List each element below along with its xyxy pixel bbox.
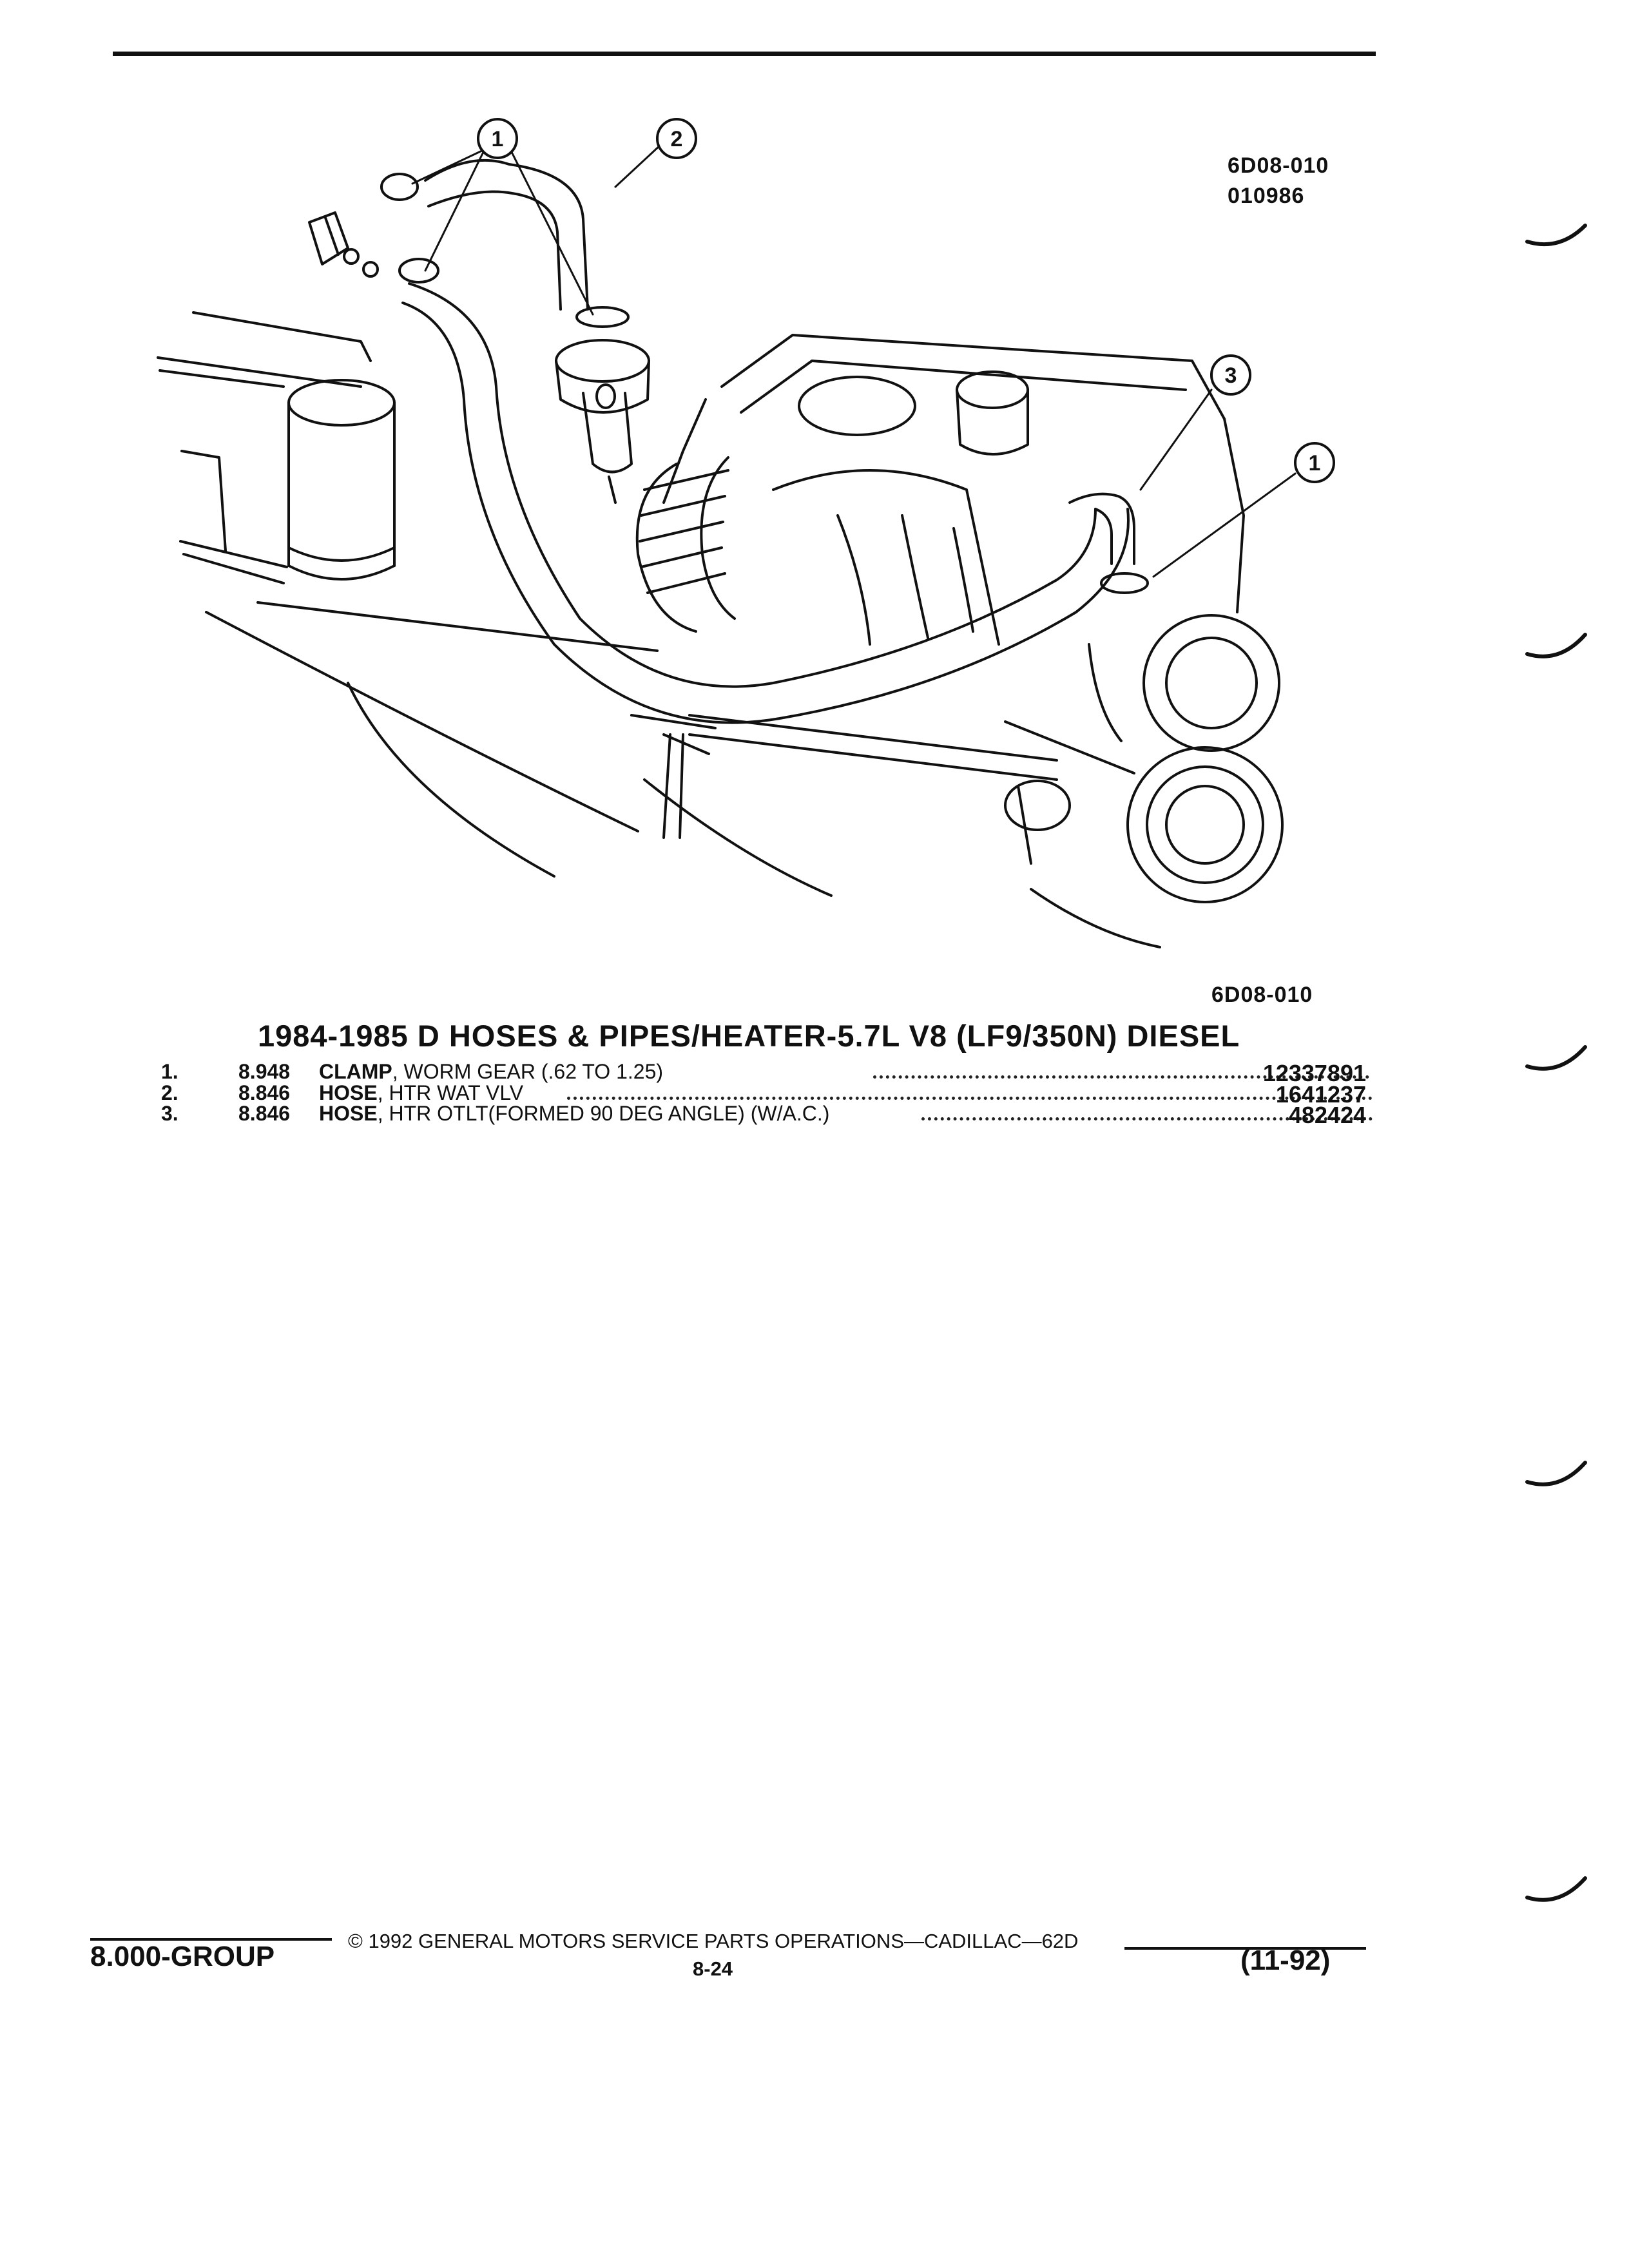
- callout-1a: 1: [477, 118, 518, 159]
- part-detail: , HTR WAT VLV: [377, 1081, 524, 1104]
- part-name: HOSE: [319, 1102, 378, 1125]
- heater-water-valve: [555, 339, 650, 504]
- hose-heater-water-valve: [424, 159, 589, 311]
- group-number: 8.846: [238, 1081, 291, 1104]
- footer-copyright: © 1992 GENERAL MOTORS SERVICE PARTS OPER…: [348, 1930, 1079, 1952]
- group-number: 8.846: [238, 1102, 291, 1125]
- caption-code: 6D08-010: [1211, 983, 1313, 1007]
- parts-row: 3. 8.846 HOSE, HTR OTLT(FORMED 90 DEG AN…: [161, 1102, 1373, 1128]
- footer-rule-left: [90, 1938, 332, 1941]
- part-name: HOSE: [319, 1081, 378, 1104]
- hose-heater-outlet-elbow: [1068, 492, 1135, 565]
- part-number: 1641237: [1275, 1081, 1366, 1108]
- footer-group: 8.000-GROUP: [90, 1941, 275, 1972]
- hose-heater-main: [401, 282, 1130, 724]
- footer-date: (11-92): [1240, 1945, 1331, 1976]
- callout-3-label: 3: [1225, 363, 1237, 388]
- callout-1b-label: 1: [1309, 451, 1321, 476]
- figure-code: 6D08-010: [1228, 153, 1329, 178]
- leader-dots: [921, 1117, 1373, 1120]
- part-name: CLAMP: [319, 1060, 392, 1083]
- part-description: HOSE, HTR WAT VLV: [319, 1081, 523, 1105]
- engine-block: [635, 334, 1245, 646]
- engine-hose-illustration: 1 2 3 1: [157, 118, 1335, 948]
- section-title: 1984-1985 D HOSES & PIPES/HEATER-5.7L V8…: [258, 1019, 1240, 1053]
- callout-1b: 1: [1294, 442, 1335, 483]
- ref-number: 2.: [161, 1081, 178, 1104]
- part-detail: , WORM GEAR (.62 TO 1.25): [392, 1060, 664, 1083]
- top-rule: [113, 52, 1376, 56]
- part-description: CLAMP, WORM GEAR (.62 TO 1.25): [319, 1060, 663, 1084]
- callout-2: 2: [656, 118, 697, 159]
- part-detail: , HTR OTLT(FORMED 90 DEG ANGLE) (W/A.C.): [377, 1102, 830, 1125]
- footer-page-number: 8-24: [693, 1957, 733, 1980]
- clamp-shapes: [380, 173, 1149, 594]
- callout-1a-label: 1: [492, 127, 504, 151]
- figure-date: 010986: [1228, 184, 1305, 208]
- mount-bracket: [308, 211, 379, 278]
- pulleys: [1004, 614, 1284, 903]
- ref-number: 3.: [161, 1102, 178, 1125]
- group-number: 8.948: [238, 1060, 291, 1083]
- leader-dots: [567, 1097, 1373, 1100]
- parts-row: 2. 8.846 HOSE, HTR WAT VLV 1641237: [161, 1081, 1373, 1108]
- callout-2-label: 2: [671, 127, 683, 151]
- body-panel-lines: [157, 311, 1161, 948]
- callout-3: 3: [1210, 354, 1251, 396]
- oil-filter: [287, 379, 396, 581]
- ref-number: 1.: [161, 1060, 178, 1083]
- support-rod: [662, 714, 1058, 839]
- callout-leaders: [411, 144, 1296, 578]
- binder-marks: [1525, 224, 1587, 1902]
- part-description: HOSE, HTR OTLT(FORMED 90 DEG ANGLE) (W/A…: [319, 1102, 829, 1126]
- leader-dots: [873, 1075, 1369, 1079]
- footer-rule-right: [1124, 1947, 1366, 1950]
- part-number: 12337891: [1262, 1060, 1366, 1086]
- part-number: 482424: [1288, 1102, 1366, 1128]
- parts-row: 1. 8.948 CLAMP, WORM GEAR (.62 TO 1.25) …: [161, 1060, 1369, 1086]
